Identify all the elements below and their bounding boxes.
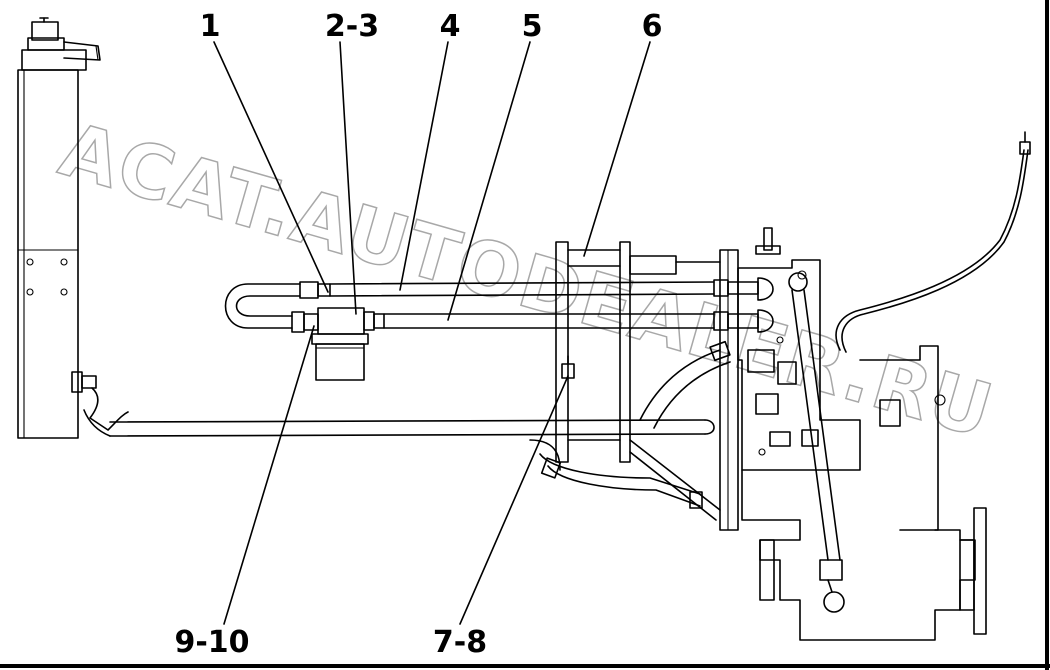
callout-4: 4 bbox=[440, 9, 461, 44]
mounting-frame bbox=[529, 241, 721, 521]
upper-cooler-line bbox=[299, 277, 774, 301]
callout-7-8: 7-8 bbox=[433, 625, 487, 660]
lower-return-pipe bbox=[83, 387, 715, 437]
filter-canister bbox=[311, 333, 369, 381]
callout-2-3: 2-3 bbox=[325, 9, 379, 44]
watermark: ACAT.AUTODEALER.RU bbox=[51, 107, 1003, 456]
transmission-valve-body bbox=[719, 131, 1031, 641]
callout-6: 6 bbox=[642, 9, 663, 44]
leader-lines bbox=[213, 41, 651, 625]
lower-cooler-line bbox=[291, 307, 774, 335]
callout-9-10: 9-10 bbox=[174, 625, 249, 660]
return-hose bbox=[639, 340, 731, 429]
u-loop-hose bbox=[224, 283, 301, 329]
radiator-tank bbox=[17, 17, 101, 439]
callout-1: 1 bbox=[200, 9, 221, 44]
callout-5: 5 bbox=[522, 9, 543, 44]
callout-labels: 1 2-3 4 5 6 9-10 7-8 bbox=[174, 9, 662, 660]
